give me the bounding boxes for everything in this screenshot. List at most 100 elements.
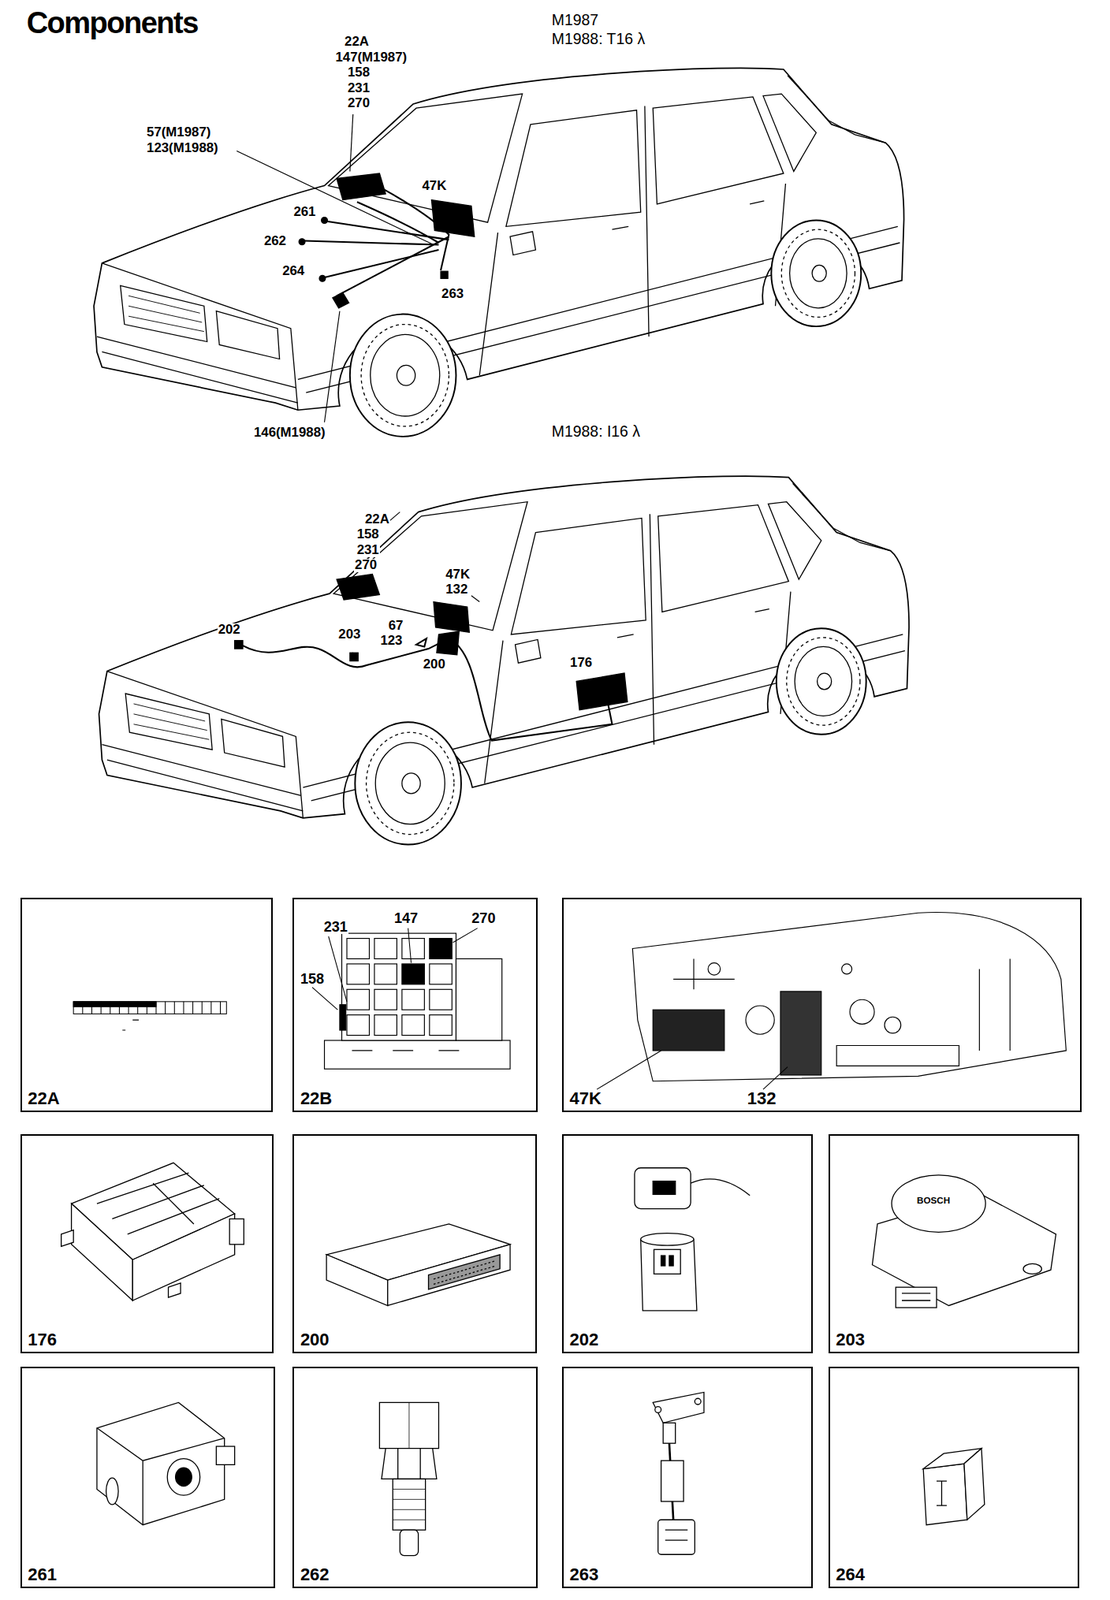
leader-line [324, 311, 340, 423]
callout-number: 147(M1987) [334, 51, 408, 65]
instrument-cluster [673, 958, 1010, 1066]
panel-caption: 22B [299, 1090, 333, 1108]
wiring-harness [416, 638, 427, 647]
panel-caption: 262 [299, 1566, 331, 1584]
sensor-202 [690, 1179, 750, 1196]
relay-box-22b [374, 1015, 397, 1036]
panel-caption: 47K [569, 1090, 603, 1108]
component-panel: 263 [562, 1367, 813, 1589]
relay-box-22b [429, 938, 452, 960]
relay-box-22b [339, 1005, 347, 1031]
brand-text: BOSCH [916, 1195, 951, 1206]
callout-number: 231 [323, 920, 349, 935]
relay-box-22b [374, 938, 397, 960]
callout-number: 231 [356, 543, 380, 558]
component-block [440, 271, 448, 279]
temp-sensor-262 [398, 1448, 421, 1480]
instrument-cluster [596, 912, 1066, 1091]
throttle-sensor-203 [871, 1175, 1056, 1308]
sensor-202 [634, 1168, 750, 1312]
relay-box-22b [346, 989, 369, 1010]
callout-number: 67 [387, 619, 405, 634]
relay-box-22b [342, 933, 457, 1041]
instrument-cluster [745, 1005, 775, 1035]
throttle-sensor-203 [895, 1287, 937, 1308]
component-block [321, 217, 328, 224]
car-top [93, 67, 905, 436]
relay-box-22b [346, 1015, 369, 1036]
callout-number: 132 [746, 1090, 778, 1108]
relay-box-22b [312, 928, 478, 1011]
callout-number: 47K [444, 568, 471, 582]
callout-number: 147 [393, 911, 419, 926]
relay-box-22b [429, 1015, 452, 1036]
sensor-202 [640, 1233, 694, 1247]
leader-line [236, 114, 434, 423]
component-block [431, 200, 474, 238]
connector-22a [73, 1001, 227, 1015]
component-block [319, 275, 326, 282]
temp-sensor-262 [381, 1448, 437, 1480]
wiring-harness [242, 638, 612, 741]
throttle-switch-261 [96, 1428, 225, 1526]
leader-line [350, 114, 354, 172]
control-unit-200 [428, 1255, 501, 1290]
sensor-263 [665, 1530, 688, 1541]
sensor-202 [654, 1249, 682, 1274]
component-panel: 200 [292, 1134, 537, 1354]
instrument-cluster [596, 1050, 788, 1090]
relay-box-22b [324, 1040, 511, 1070]
sensor-202 [669, 1255, 674, 1267]
control-unit-176 [61, 1162, 245, 1301]
relay-box-22b [455, 958, 502, 1041]
instrument-cluster [841, 964, 853, 975]
sensor-263 [694, 1398, 701, 1405]
sensor-202 [640, 1239, 697, 1312]
instrument-cluster [849, 999, 875, 1025]
component-panel: 264 [828, 1367, 1080, 1589]
relay-box-22b [429, 964, 452, 985]
temp-sensor-262 [392, 1478, 425, 1531]
throttle-sensor-203 [901, 1293, 931, 1301]
sensor-263 [658, 1519, 696, 1555]
leader-line [385, 512, 480, 603]
component-panel: 47K 132 [562, 897, 1082, 1113]
callout-number: 158 [356, 528, 380, 542]
callout-number: 263 [440, 287, 465, 302]
sensor-263 [652, 1392, 704, 1423]
panel-caption: 263 [569, 1566, 600, 1584]
throttle-switch-261 [106, 1478, 120, 1505]
component-panel: 262 [292, 1367, 538, 1589]
sensor-202 [652, 1181, 675, 1196]
component-panel: 22B231147270158 [292, 897, 538, 1113]
throttle-switch-261 [167, 1459, 200, 1497]
control-unit-200 [326, 1224, 511, 1307]
callout-number: 202 [217, 623, 242, 637]
throttle-switch-261 [96, 1402, 235, 1525]
callout-number: 270 [346, 96, 371, 111]
illustration [61, 67, 1067, 1556]
callout-number: 47K [420, 179, 447, 194]
component-block [336, 173, 386, 201]
model-label: M1987 [551, 12, 600, 28]
instrument-cluster [652, 1009, 725, 1051]
component-block [332, 292, 350, 308]
instrument-cluster [707, 963, 721, 976]
component-block [234, 574, 628, 711]
sensor-263 [661, 1460, 684, 1502]
connector-22a [73, 1001, 227, 1031]
panel-caption: 264 [834, 1566, 866, 1584]
component-block [576, 673, 628, 711]
temp-sensor-262 [379, 1402, 439, 1556]
wiring-harness [336, 236, 449, 296]
instrument-cluster [884, 1016, 902, 1034]
instrument-cluster [780, 991, 822, 1076]
relay-box-22b [312, 928, 511, 1070]
callout-number: 57(M1987) [145, 126, 212, 140]
callout-number: 22A [343, 35, 370, 49]
panel-caption: 200 [299, 1331, 331, 1349]
callout-number: 176 [569, 656, 593, 671]
control-unit-200 [326, 1255, 388, 1307]
component-panel: 203 [828, 1134, 1080, 1354]
control-unit-176 [71, 1203, 134, 1301]
